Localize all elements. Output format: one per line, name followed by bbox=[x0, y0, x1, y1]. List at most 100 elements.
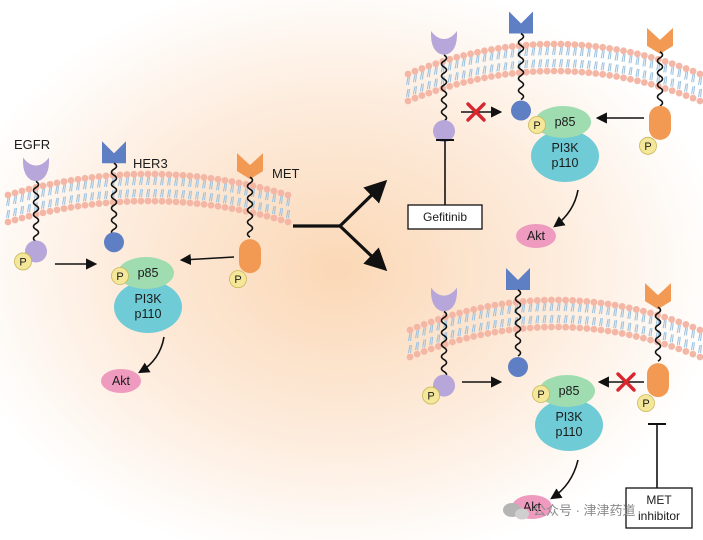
transmembrane-helix bbox=[32, 180, 40, 243]
her3-head bbox=[509, 11, 533, 34]
lipid-head bbox=[627, 48, 634, 56]
lipid-head bbox=[682, 92, 690, 99]
arrow-met-to-p85 bbox=[179, 253, 235, 266]
lipid-head bbox=[536, 67, 544, 75]
lipid-head bbox=[627, 75, 634, 83]
lipid-head bbox=[647, 53, 655, 61]
lipid-head bbox=[696, 353, 703, 361]
phosphate-badge: P bbox=[639, 136, 657, 155]
pi3k-p110 bbox=[531, 130, 599, 182]
lipid-head bbox=[39, 209, 47, 217]
phosphate-badge: P bbox=[422, 386, 440, 405]
lipid-head bbox=[675, 89, 683, 97]
akt-node: Akt bbox=[101, 369, 141, 393]
gefitinib-label: Gefitinib bbox=[423, 210, 467, 224]
lipid-head bbox=[529, 41, 537, 49]
lipid-head bbox=[477, 304, 485, 312]
akt-label: Akt bbox=[527, 229, 546, 243]
lipid-head bbox=[18, 187, 26, 195]
lipid-head bbox=[599, 70, 607, 78]
lipid-head bbox=[406, 326, 414, 334]
lipid-head bbox=[590, 298, 598, 306]
phosphate-badge: P bbox=[14, 252, 32, 271]
phosphate-label: P bbox=[234, 274, 241, 286]
lipid-head bbox=[576, 324, 584, 332]
lipid-head bbox=[682, 65, 690, 72]
lipid-head bbox=[158, 170, 166, 178]
lipid-head bbox=[460, 52, 468, 59]
lipid-head bbox=[413, 350, 421, 358]
lipid-head bbox=[675, 62, 683, 70]
lipid-head bbox=[571, 41, 579, 49]
lipid-head bbox=[81, 174, 89, 182]
lipid-head bbox=[277, 189, 285, 197]
pi3k-label: PI3K bbox=[551, 141, 579, 155]
lipid-head bbox=[668, 87, 676, 95]
lipid-head bbox=[200, 173, 208, 181]
lipid-head bbox=[481, 47, 488, 55]
lipid-head bbox=[543, 40, 551, 48]
lipid-head bbox=[625, 304, 633, 312]
lipid-head bbox=[501, 43, 509, 51]
lipid-head bbox=[522, 41, 530, 49]
transmembrane-helix bbox=[440, 54, 448, 122]
lipid-head bbox=[123, 171, 131, 178]
lipid-head bbox=[477, 331, 485, 339]
lipid-head bbox=[618, 330, 626, 337]
lipid-head bbox=[200, 200, 208, 208]
block-x-icon bbox=[466, 102, 486, 122]
transmembrane-helix bbox=[110, 162, 118, 236]
lipid-head bbox=[498, 300, 506, 308]
lipid-head bbox=[235, 206, 243, 214]
lipid-head bbox=[474, 75, 481, 83]
lipid-head bbox=[95, 173, 103, 180]
lipid-head bbox=[548, 323, 555, 331]
lipid-head bbox=[413, 323, 421, 331]
transmembrane-helix bbox=[517, 32, 525, 101]
p110-label: p110 bbox=[135, 307, 162, 321]
met-kinase bbox=[647, 363, 669, 398]
phosphate-badge: P bbox=[229, 270, 247, 289]
lipid-head bbox=[571, 68, 579, 76]
egfr-head bbox=[430, 287, 458, 312]
lipid-head bbox=[689, 323, 697, 331]
lipid-head bbox=[481, 74, 488, 82]
lipid-head bbox=[123, 198, 131, 205]
lipid-head bbox=[102, 172, 110, 180]
lipid-head bbox=[39, 182, 47, 190]
lipid-head bbox=[404, 70, 412, 78]
lipid-head bbox=[418, 92, 426, 99]
her3-kinase bbox=[104, 232, 124, 253]
lipid-head bbox=[661, 58, 669, 65]
phosphate-label: P bbox=[427, 391, 434, 403]
lipid-head bbox=[508, 70, 516, 77]
lipid-head bbox=[186, 199, 194, 207]
lipid-head bbox=[158, 197, 166, 205]
lipid-head bbox=[463, 307, 470, 315]
lipid-head bbox=[569, 324, 577, 331]
lipid-head bbox=[453, 80, 461, 88]
lipid-head bbox=[53, 206, 61, 214]
lipid-head bbox=[46, 207, 54, 215]
met-kinase bbox=[239, 239, 261, 274]
met-receptor: P bbox=[639, 27, 673, 155]
lipid-head bbox=[179, 171, 187, 179]
lipid-head bbox=[508, 43, 516, 50]
lipid-head bbox=[263, 185, 271, 193]
egfr-kinase bbox=[433, 120, 455, 143]
lipid-head bbox=[11, 216, 19, 224]
lipid-head bbox=[67, 176, 75, 184]
lipid-head bbox=[675, 318, 683, 326]
membrane-bottom-right bbox=[406, 296, 703, 361]
phosphate-label: P bbox=[116, 271, 123, 283]
egfr-receptor: P bbox=[422, 287, 458, 405]
lipid-head bbox=[634, 50, 641, 58]
lipid-head bbox=[540, 323, 548, 331]
lipid-head bbox=[512, 298, 520, 306]
phosphate-badge: P bbox=[532, 385, 550, 403]
lipid-head bbox=[550, 40, 558, 48]
lipid-head bbox=[463, 334, 470, 342]
